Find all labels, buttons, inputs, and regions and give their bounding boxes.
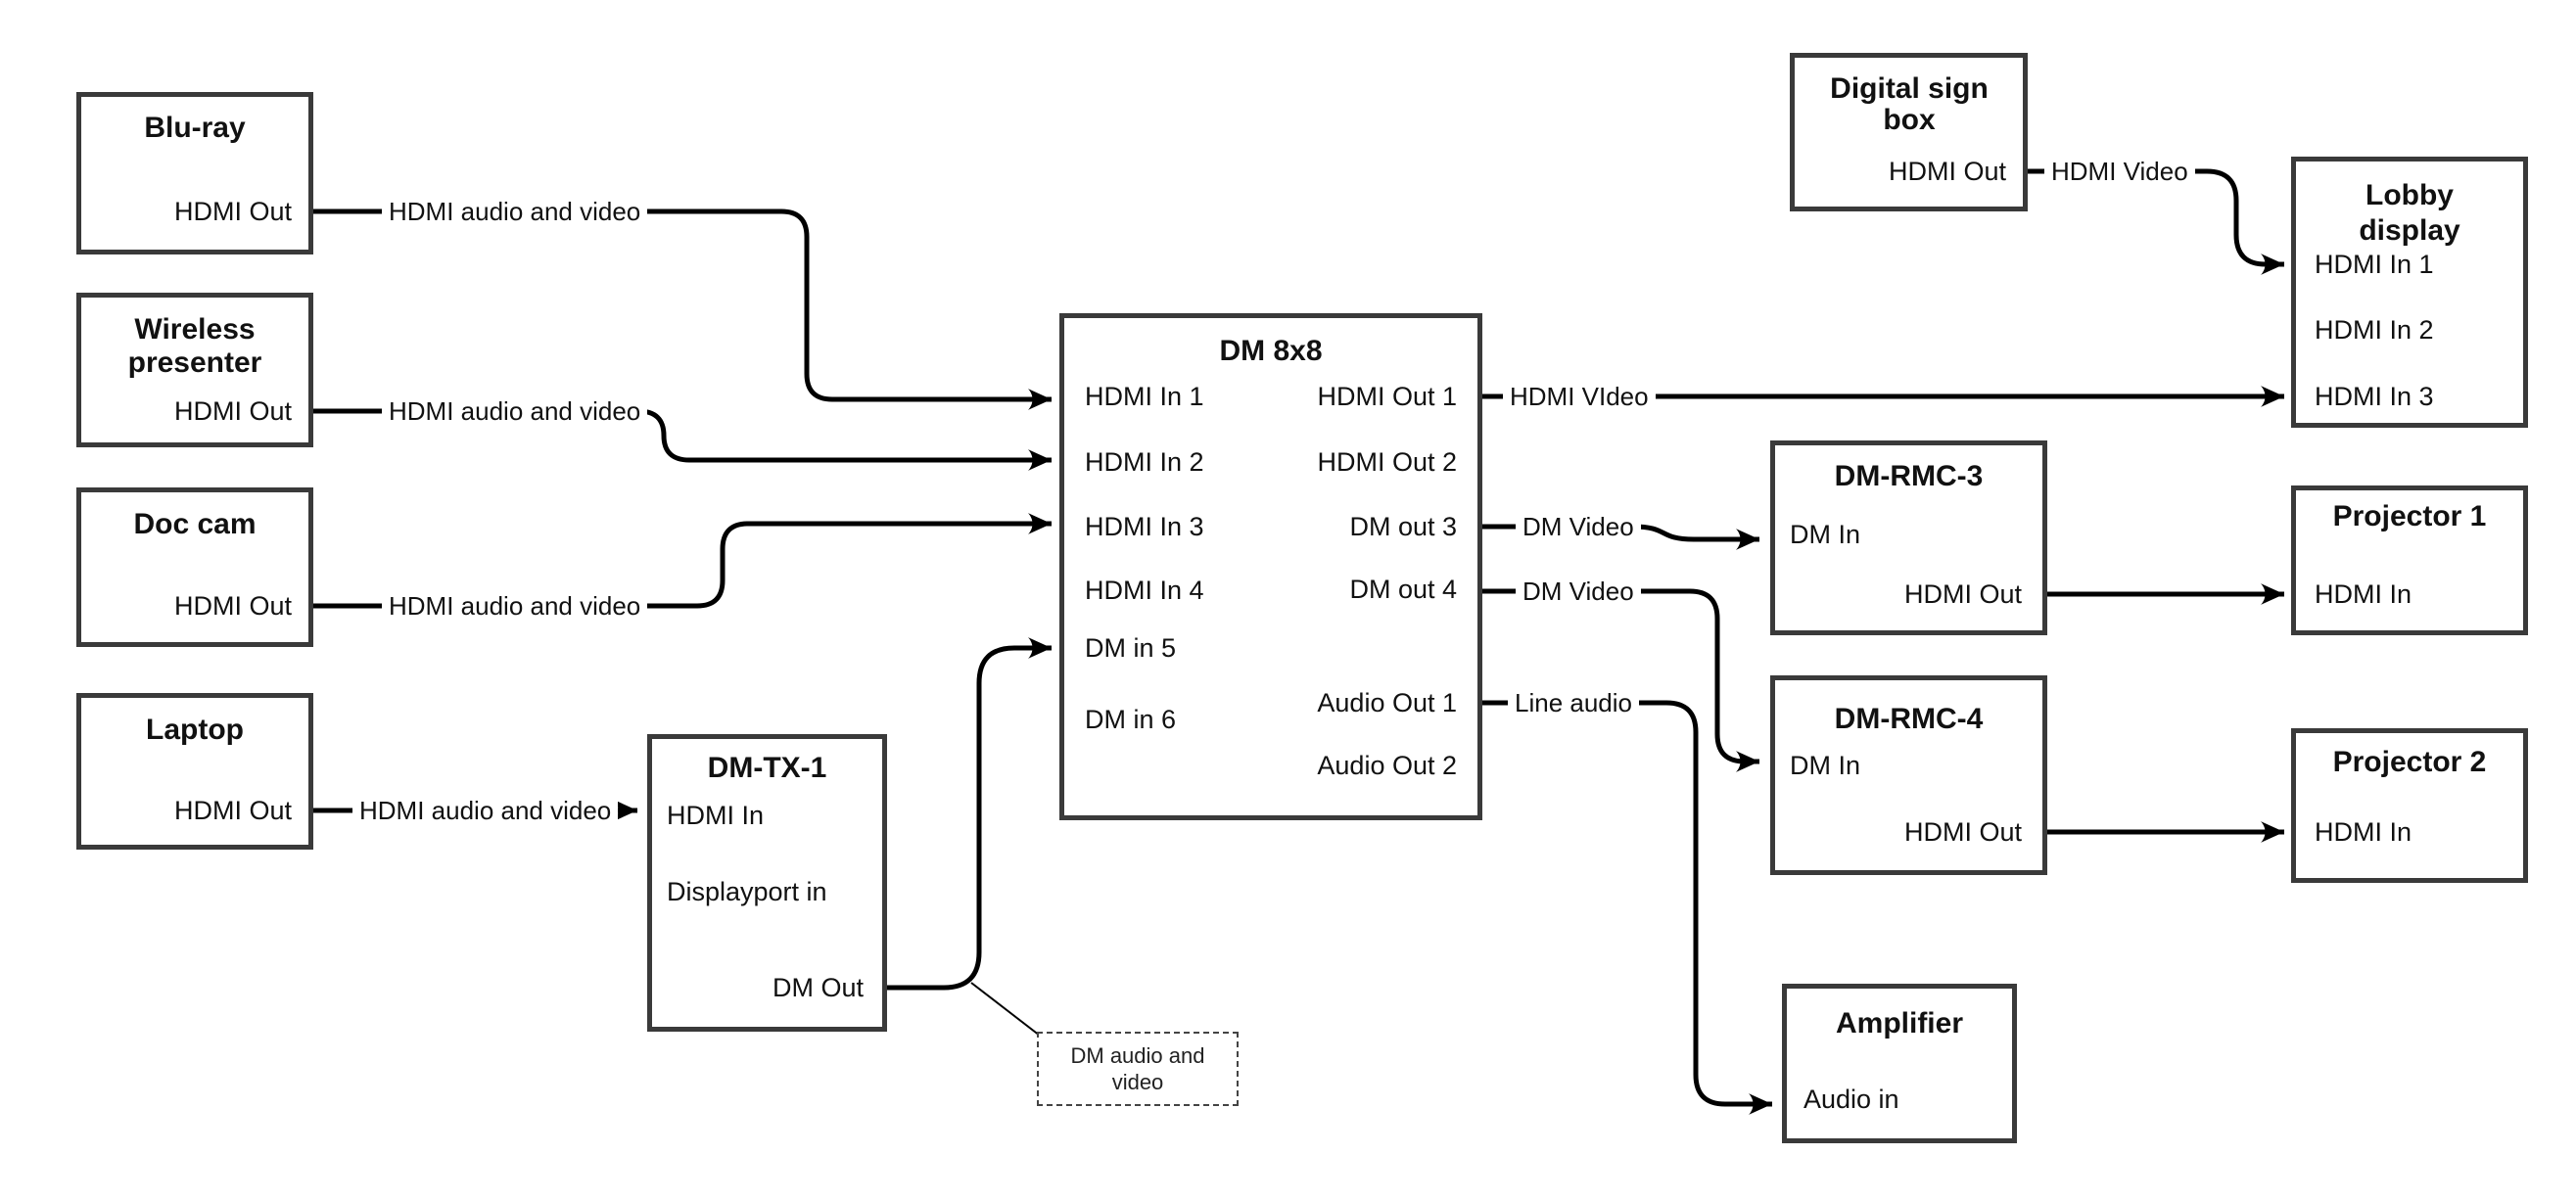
wire-bluray-to-dm8x8-in1 <box>313 208 1052 410</box>
dmrmc4-port-hdmi-out: HDMI Out <box>1903 817 2022 847</box>
amplifier-title: Amplifier <box>1835 1007 1964 1039</box>
wire-label-doccam-av: HDMI audio and video <box>382 591 648 621</box>
dm8x8-title: DM 8x8 <box>1219 335 1323 367</box>
lobby-display-box <box>2291 157 2528 428</box>
wireless-port-hdmi-out: HDMI Out <box>173 396 292 426</box>
dmrmc3-title: DM-RMC-3 <box>1834 460 1984 492</box>
wire-label-hdmi-video-out1: HDMI VIdeo <box>1503 382 1656 411</box>
wire-label-bluray-av: HDMI audio and video <box>382 197 648 226</box>
projector1-box <box>2291 485 2528 635</box>
dmtx1-port-displayport-in: Displayport in <box>667 877 827 906</box>
dm8x8-port-hdmi-in-4: HDMI In 4 <box>1085 576 1204 605</box>
projector2-port-hdmi-in: HDMI In <box>2315 817 2412 847</box>
callout-leader-line <box>970 982 1041 1037</box>
dmrmc4-box <box>1770 675 2047 875</box>
dm8x8-box <box>1059 313 1482 820</box>
wire-wireless-to-dm8x8-in2 <box>313 408 1052 471</box>
wire-label-signbox-hdmi-video: HDMI Video <box>2044 157 2195 186</box>
lobby-display-title: Lobby display <box>2359 179 2460 247</box>
projector2-title: Projector 2 <box>2332 746 2487 778</box>
laptop-box <box>76 693 313 850</box>
dm8x8-port-dm-in-6: DM in 6 <box>1085 705 1177 734</box>
dmtx1-port-dm-out: DM Out <box>772 973 864 1002</box>
dm8x8-port-dm-out-4: DM out 4 <box>1349 575 1457 604</box>
callout-dm-audio-video: DM audio and video <box>1037 1032 1239 1106</box>
signbox-box <box>1790 53 2028 211</box>
dm8x8-port-dm-in-5: DM in 5 <box>1085 633 1177 663</box>
wire-label-dm-video-out4: DM Video <box>1516 577 1641 606</box>
dmrmc3-port-dm-in: DM In <box>1790 520 1861 549</box>
bluray-port-hdmi-out: HDMI Out <box>173 197 292 226</box>
doccam-port-hdmi-out: HDMI Out <box>173 591 292 621</box>
wire-label-dm-video-out3: DM Video <box>1516 512 1641 541</box>
dmrmc4-title: DM-RMC-4 <box>1834 703 1984 735</box>
bluray-title: Blu-ray <box>144 112 246 144</box>
dm8x8-port-hdmi-out-1: HDMI Out 1 <box>1317 382 1457 411</box>
doccam-box <box>76 487 313 647</box>
lobby-port-hdmi-in-1: HDMI In 1 <box>2315 250 2434 279</box>
signbox-title: Digital sign box <box>1830 72 1989 136</box>
wire-signbox-to-lobby-in1 <box>2028 168 2284 275</box>
wireless-presenter-title: Wireless presenter <box>127 313 262 379</box>
dmrmc3-box <box>1770 440 2047 635</box>
wire-dmtx1-to-dm8x8-in5 <box>887 637 1052 991</box>
dm8x8-port-audio-out-2: Audio Out 2 <box>1317 751 1457 780</box>
wire-dm8x8-out4-to-dmrmc4 <box>1482 588 1759 772</box>
projector1-port-hdmi-in: HDMI In <box>2315 579 2412 609</box>
projector1-title: Projector 1 <box>2332 500 2487 532</box>
dmrmc4-port-dm-in: DM In <box>1790 751 1861 780</box>
amplifier-port-audio-in: Audio in <box>1803 1085 1899 1114</box>
laptop-title: Laptop <box>146 714 244 746</box>
dm8x8-port-hdmi-in-2: HDMI In 2 <box>1085 447 1204 477</box>
dm8x8-port-hdmi-in-1: HDMI In 1 <box>1085 382 1204 411</box>
dm8x8-port-hdmi-out-2: HDMI Out 2 <box>1317 447 1457 477</box>
laptop-port-hdmi-out: HDMI Out <box>173 796 292 825</box>
doccam-title: Doc cam <box>133 508 257 540</box>
wire-dm8x8-audio1-to-amp <box>1482 700 1772 1115</box>
lobby-port-hdmi-in-2: HDMI In 2 <box>2315 315 2434 345</box>
wire-doccam-to-dm8x8-in3 <box>313 513 1052 609</box>
projector2-box <box>2291 728 2528 883</box>
wire-label-laptop-av: HDMI audio and video <box>352 796 619 825</box>
amplifier-box <box>1782 984 2017 1143</box>
dmtx1-port-hdmi-in: HDMI In <box>667 801 765 830</box>
wire-label-line-audio: Line audio <box>1508 688 1639 717</box>
lobby-port-hdmi-in-3: HDMI In 3 <box>2315 382 2434 411</box>
dm8x8-port-hdmi-in-3: HDMI In 3 <box>1085 512 1204 541</box>
dmrmc3-port-hdmi-out: HDMI Out <box>1903 579 2022 609</box>
wire-label-wireless-av: HDMI audio and video <box>382 396 648 426</box>
dm8x8-port-dm-out-3: DM out 3 <box>1349 512 1457 541</box>
dm8x8-port-audio-out-1: Audio Out 1 <box>1317 688 1457 717</box>
dmtx1-box <box>647 734 887 1032</box>
wireless-presenter-box <box>76 293 313 447</box>
signbox-port-hdmi-out: HDMI Out <box>1888 157 2006 186</box>
dmtx1-title: DM-TX-1 <box>707 752 827 784</box>
bluray-box <box>76 92 313 254</box>
